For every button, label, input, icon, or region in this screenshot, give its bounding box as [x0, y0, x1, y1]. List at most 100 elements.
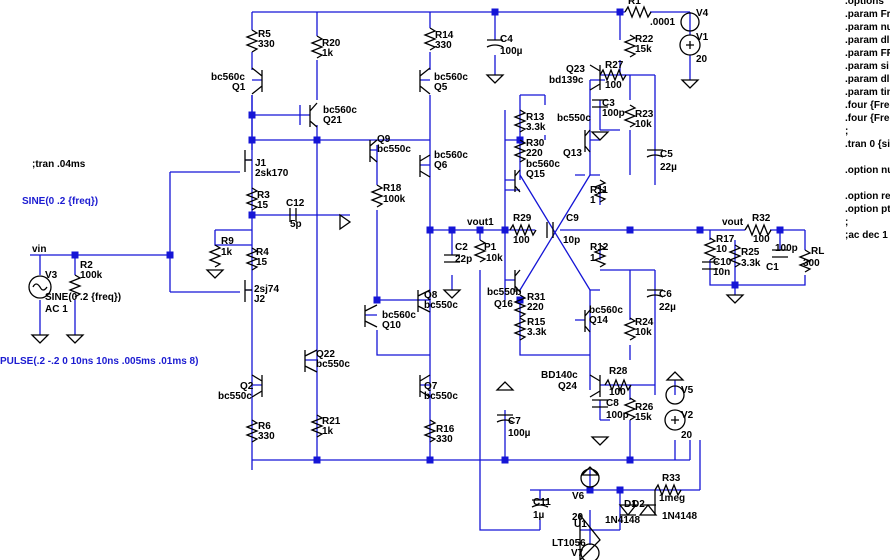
capacitor-c12 — [289, 208, 297, 222]
transistor-q10 — [364, 304, 378, 328]
label-d1t: 1N4148 — [605, 515, 640, 526]
label-vout: vout — [722, 217, 744, 228]
label-d1: D1 — [624, 499, 637, 510]
label-q6: Q6 — [434, 160, 448, 171]
label-r11: R11 — [590, 185, 608, 196]
directive-line: ; — [845, 126, 848, 137]
transistor-q13 — [584, 129, 591, 153]
label-r26v: 15k — [635, 412, 652, 423]
label-r29: R29 — [513, 213, 532, 224]
transistor-q5 — [419, 67, 431, 95]
source-v3 — [28, 275, 52, 299]
directive-line: .four {Freq — [845, 100, 890, 111]
capacitor-c5 — [646, 149, 664, 158]
label-c5v: 22µ — [660, 162, 677, 173]
label-r24: R24 — [635, 317, 654, 328]
label-r17: R17 — [716, 234, 735, 245]
label-r21v: 1k — [322, 426, 334, 437]
resistor-p1 — [473, 239, 487, 263]
ground-v1 — [680, 79, 700, 89]
label-r4v: 15 — [256, 257, 268, 268]
label-c2: C2 — [455, 242, 468, 253]
label-q10: Q10 — [382, 320, 401, 331]
label-q8: Q8 — [424, 290, 438, 301]
label-r30v: 220 — [526, 148, 543, 159]
label-q2: Q2 — [240, 381, 254, 392]
label-q7t: bc550c — [424, 391, 458, 402]
junction-dots — [71, 8, 784, 494]
voltage-sources — [28, 12, 701, 560]
transistor-q6 — [419, 154, 431, 178]
label-r31v: 220 — [527, 302, 544, 313]
resistor-r28 — [604, 378, 632, 392]
directive-line: .param dl — [845, 74, 890, 85]
resistor-symbols — [68, 5, 812, 497]
label-r28: R28 — [609, 366, 628, 377]
label-c7v: 100µ — [508, 428, 531, 439]
label-r12: R12 — [590, 242, 609, 253]
source-v1 — [679, 34, 701, 56]
capacitor-c6 — [646, 289, 664, 298]
label-r1: R1 — [628, 0, 641, 7]
directive-line: .param si — [845, 61, 889, 72]
resistor-r26 — [623, 397, 637, 421]
label-c6: C6 — [659, 289, 672, 300]
label-v3ac: AC 1 — [45, 304, 68, 315]
label-c11: C11 — [533, 497, 551, 508]
directive-line: .option pt — [845, 204, 890, 215]
label-r20: R20 — [322, 38, 341, 49]
resistor-r5 — [245, 29, 259, 53]
capacitor-c9 — [546, 222, 554, 238]
directive-line: .option re — [845, 191, 890, 202]
resistor-r9 — [208, 244, 222, 268]
directive-line: ; — [845, 217, 848, 228]
directive-line: .option nu — [845, 165, 890, 176]
capacitor-c4 — [486, 39, 504, 48]
label-v7: V7 — [571, 548, 584, 559]
label-r33v: 1meg — [659, 493, 685, 504]
label-r12v: 1 — [590, 253, 596, 264]
label-v6v: 20 — [572, 512, 584, 523]
label-q9t: bc550c — [377, 144, 411, 155]
label-rl: RL — [811, 246, 824, 257]
jfet-j2 — [244, 280, 252, 302]
label-r16: R16 — [436, 424, 455, 435]
ground-c7 — [495, 381, 515, 391]
label-u1t: LT1056 — [552, 538, 586, 549]
label-r32: R32 — [752, 213, 771, 224]
resistor-rl — [798, 249, 812, 273]
transistor-q9 — [369, 139, 378, 163]
label-v5: V5 — [681, 385, 694, 396]
opamp-and-diodes — [579, 490, 658, 560]
comment-pulse: PULSE(.2 -.2 0 10ns 10ns .005ms .01ms 8) — [0, 356, 198, 367]
label-q21t: bc560c — [323, 105, 357, 116]
resistor-r6 — [245, 419, 259, 443]
resistor-r21 — [310, 414, 324, 438]
label-q10t: bc560c — [382, 310, 416, 321]
resistor-r22 — [623, 34, 637, 58]
transistor-q1 — [251, 67, 263, 95]
directive-line: .param dl — [845, 35, 890, 46]
diode-d2 — [638, 503, 658, 516]
transistor-q16 — [514, 269, 521, 293]
label-r3: R3 — [257, 190, 270, 201]
label-rlv: 300 — [803, 258, 820, 269]
label-r13: R13 — [526, 112, 545, 123]
label-q2t: bc550c — [218, 391, 252, 402]
label-q16: Q16 — [494, 299, 513, 310]
label-c2v: 22p — [455, 254, 472, 265]
label-j1: J1 — [255, 158, 267, 169]
ground-r2 — [65, 334, 85, 344]
ground-c3 — [590, 131, 610, 141]
ground-c4 — [485, 74, 505, 84]
resistor-r13 — [513, 109, 527, 133]
label-r13v: 3.3k — [526, 122, 546, 133]
ground-v5 — [665, 371, 685, 381]
label-vin: vin — [32, 244, 46, 255]
resistor-r12 — [593, 244, 607, 268]
resistor-r31 — [513, 294, 527, 318]
label-q16t: bc550b — [487, 287, 521, 298]
resistor-r29 — [509, 223, 537, 237]
label-q8t: bc550c — [424, 300, 458, 311]
